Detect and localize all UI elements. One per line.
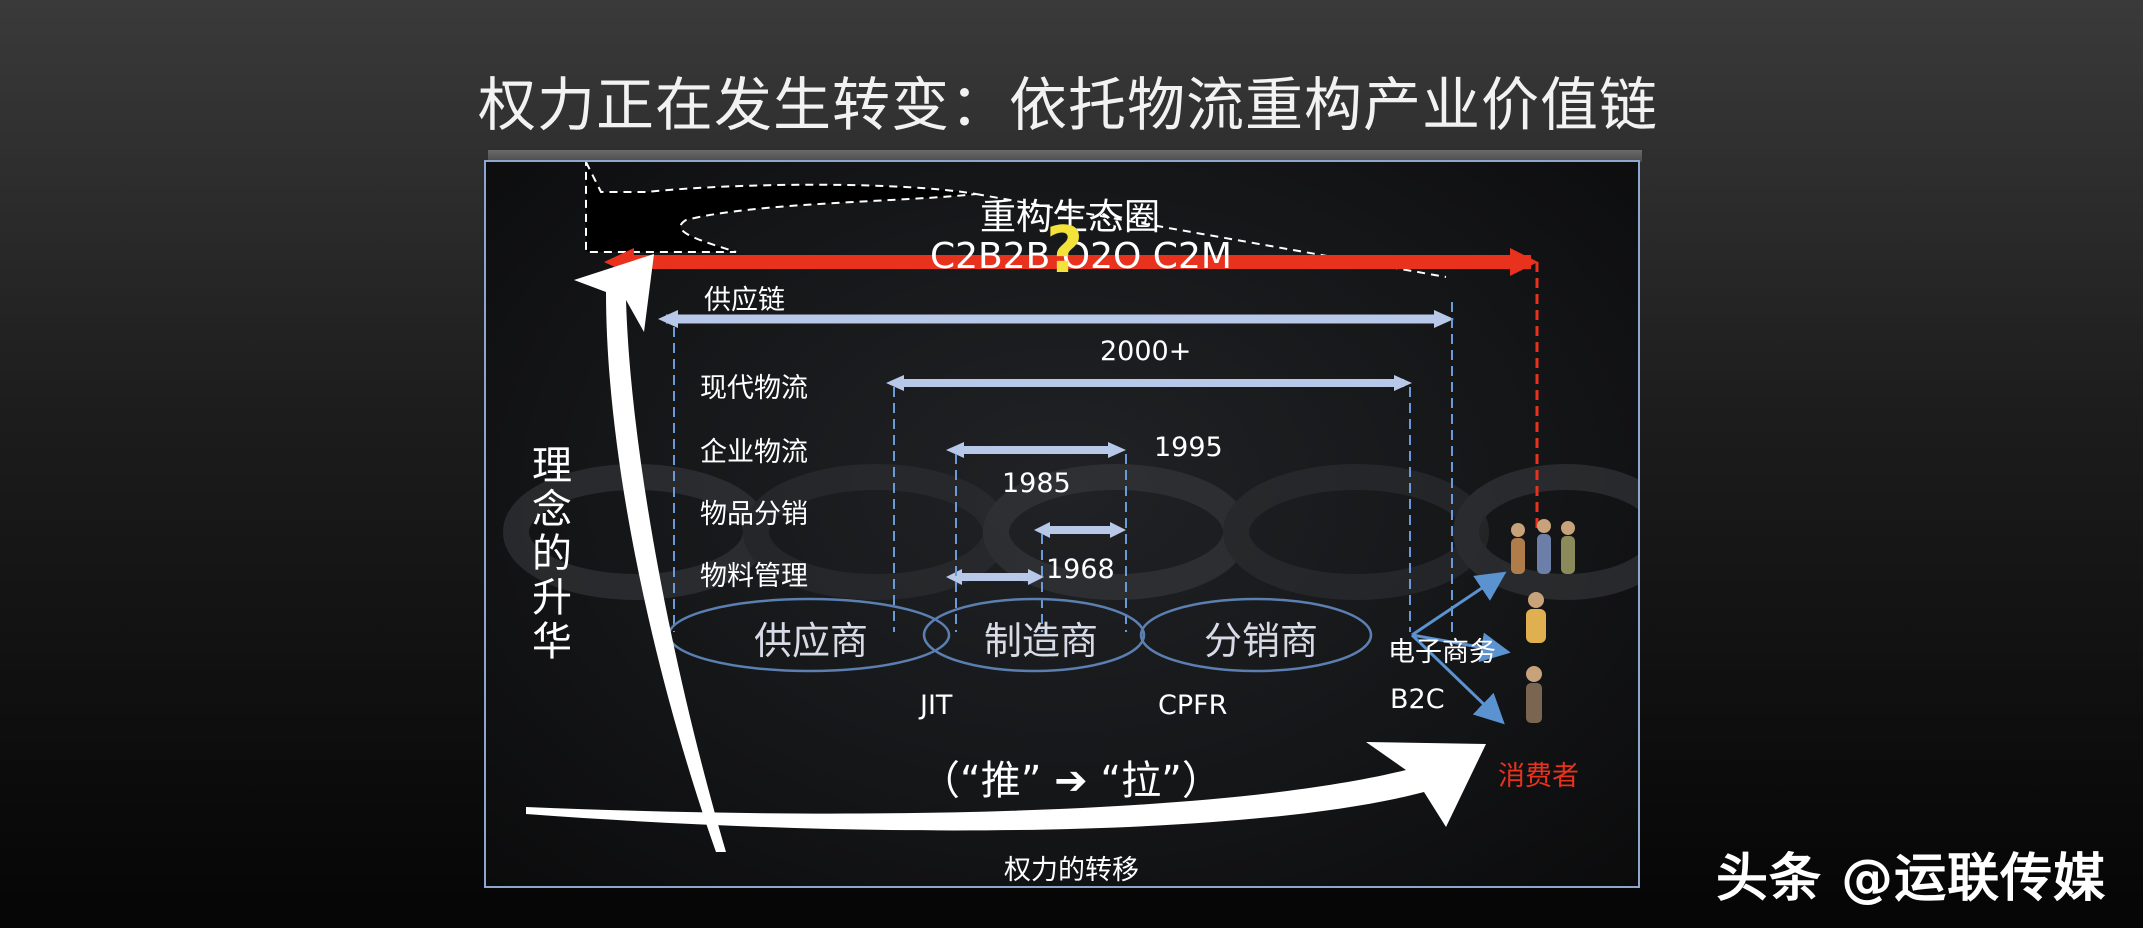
- supply-chain-label: 供应链: [704, 285, 785, 316]
- value-chain-diagram: [503, 162, 1638, 852]
- modern-logistics-left-head: [886, 375, 904, 391]
- manufacturer-label: 制造商: [984, 619, 1099, 663]
- dashed-verticals: [673, 302, 1453, 632]
- year-1995-label: 1995: [1154, 432, 1223, 463]
- consumer-figures: [1511, 519, 1575, 723]
- year-1968-label: 1968: [1046, 554, 1115, 585]
- upward-curve-arrow: [574, 254, 726, 852]
- enterprise-right-head: [1108, 442, 1126, 458]
- supplier-label: 供应商: [754, 619, 869, 663]
- question-mark: ?: [1046, 214, 1084, 288]
- materials-management-label: 物料管理: [700, 561, 808, 592]
- distribution-right-head: [1110, 522, 1126, 538]
- diagram-panel: 重构生态圈 C2B2B O2O C2M ? 供应链 现代物流 企业物流 物品分销…: [484, 160, 1640, 888]
- distributor-label: 分销商: [1204, 619, 1319, 663]
- materials-left-head: [946, 569, 962, 585]
- power-transfer-label: 权力的转移: [1004, 855, 1139, 886]
- b2c-label: B2C: [1390, 684, 1445, 715]
- push-pull-label: （“推” ➔ “拉”）: [920, 758, 1222, 804]
- ecommerce-label: 电子商务: [1388, 637, 1496, 668]
- enterprise-left-head: [946, 442, 964, 458]
- slide-top-strip: [488, 150, 1642, 162]
- rightward-curve-arrow: [526, 742, 1486, 831]
- concept-upgrade-label: 理念的升华: [532, 443, 572, 665]
- consumer-label: 消费者: [1498, 761, 1579, 792]
- red-arrow-right-head: [1510, 248, 1538, 276]
- watermark: 头条 @运联传媒: [1716, 849, 2107, 909]
- materials-right-head: [1028, 569, 1044, 585]
- ecosystem-models: C2B2B O2O C2M: [930, 236, 1232, 277]
- year-1985-label: 1985: [1002, 468, 1071, 499]
- supply-chain-left-head: [658, 310, 678, 328]
- modern-logistics-label: 现代物流: [700, 373, 808, 404]
- distribution-left-head: [1034, 522, 1050, 538]
- supply-chain-right-head: [1434, 310, 1454, 328]
- consumer-arrows: [1410, 571, 1511, 725]
- enterprise-logistics-label: 企业物流: [700, 437, 808, 468]
- slide-title: 权力正在发生转变：依托物流重构产业价值链: [478, 71, 1659, 139]
- cpfr-label: CPFR: [1158, 690, 1228, 721]
- year-2000-label: 2000+: [1100, 336, 1192, 367]
- modern-logistics-right-head: [1394, 375, 1412, 391]
- jit-label: JIT: [920, 690, 953, 721]
- dashed-funnel: [585, 162, 977, 253]
- ecosystem-title: 重构生态圈: [980, 197, 1161, 238]
- goods-distribution-label: 物品分销: [700, 499, 808, 530]
